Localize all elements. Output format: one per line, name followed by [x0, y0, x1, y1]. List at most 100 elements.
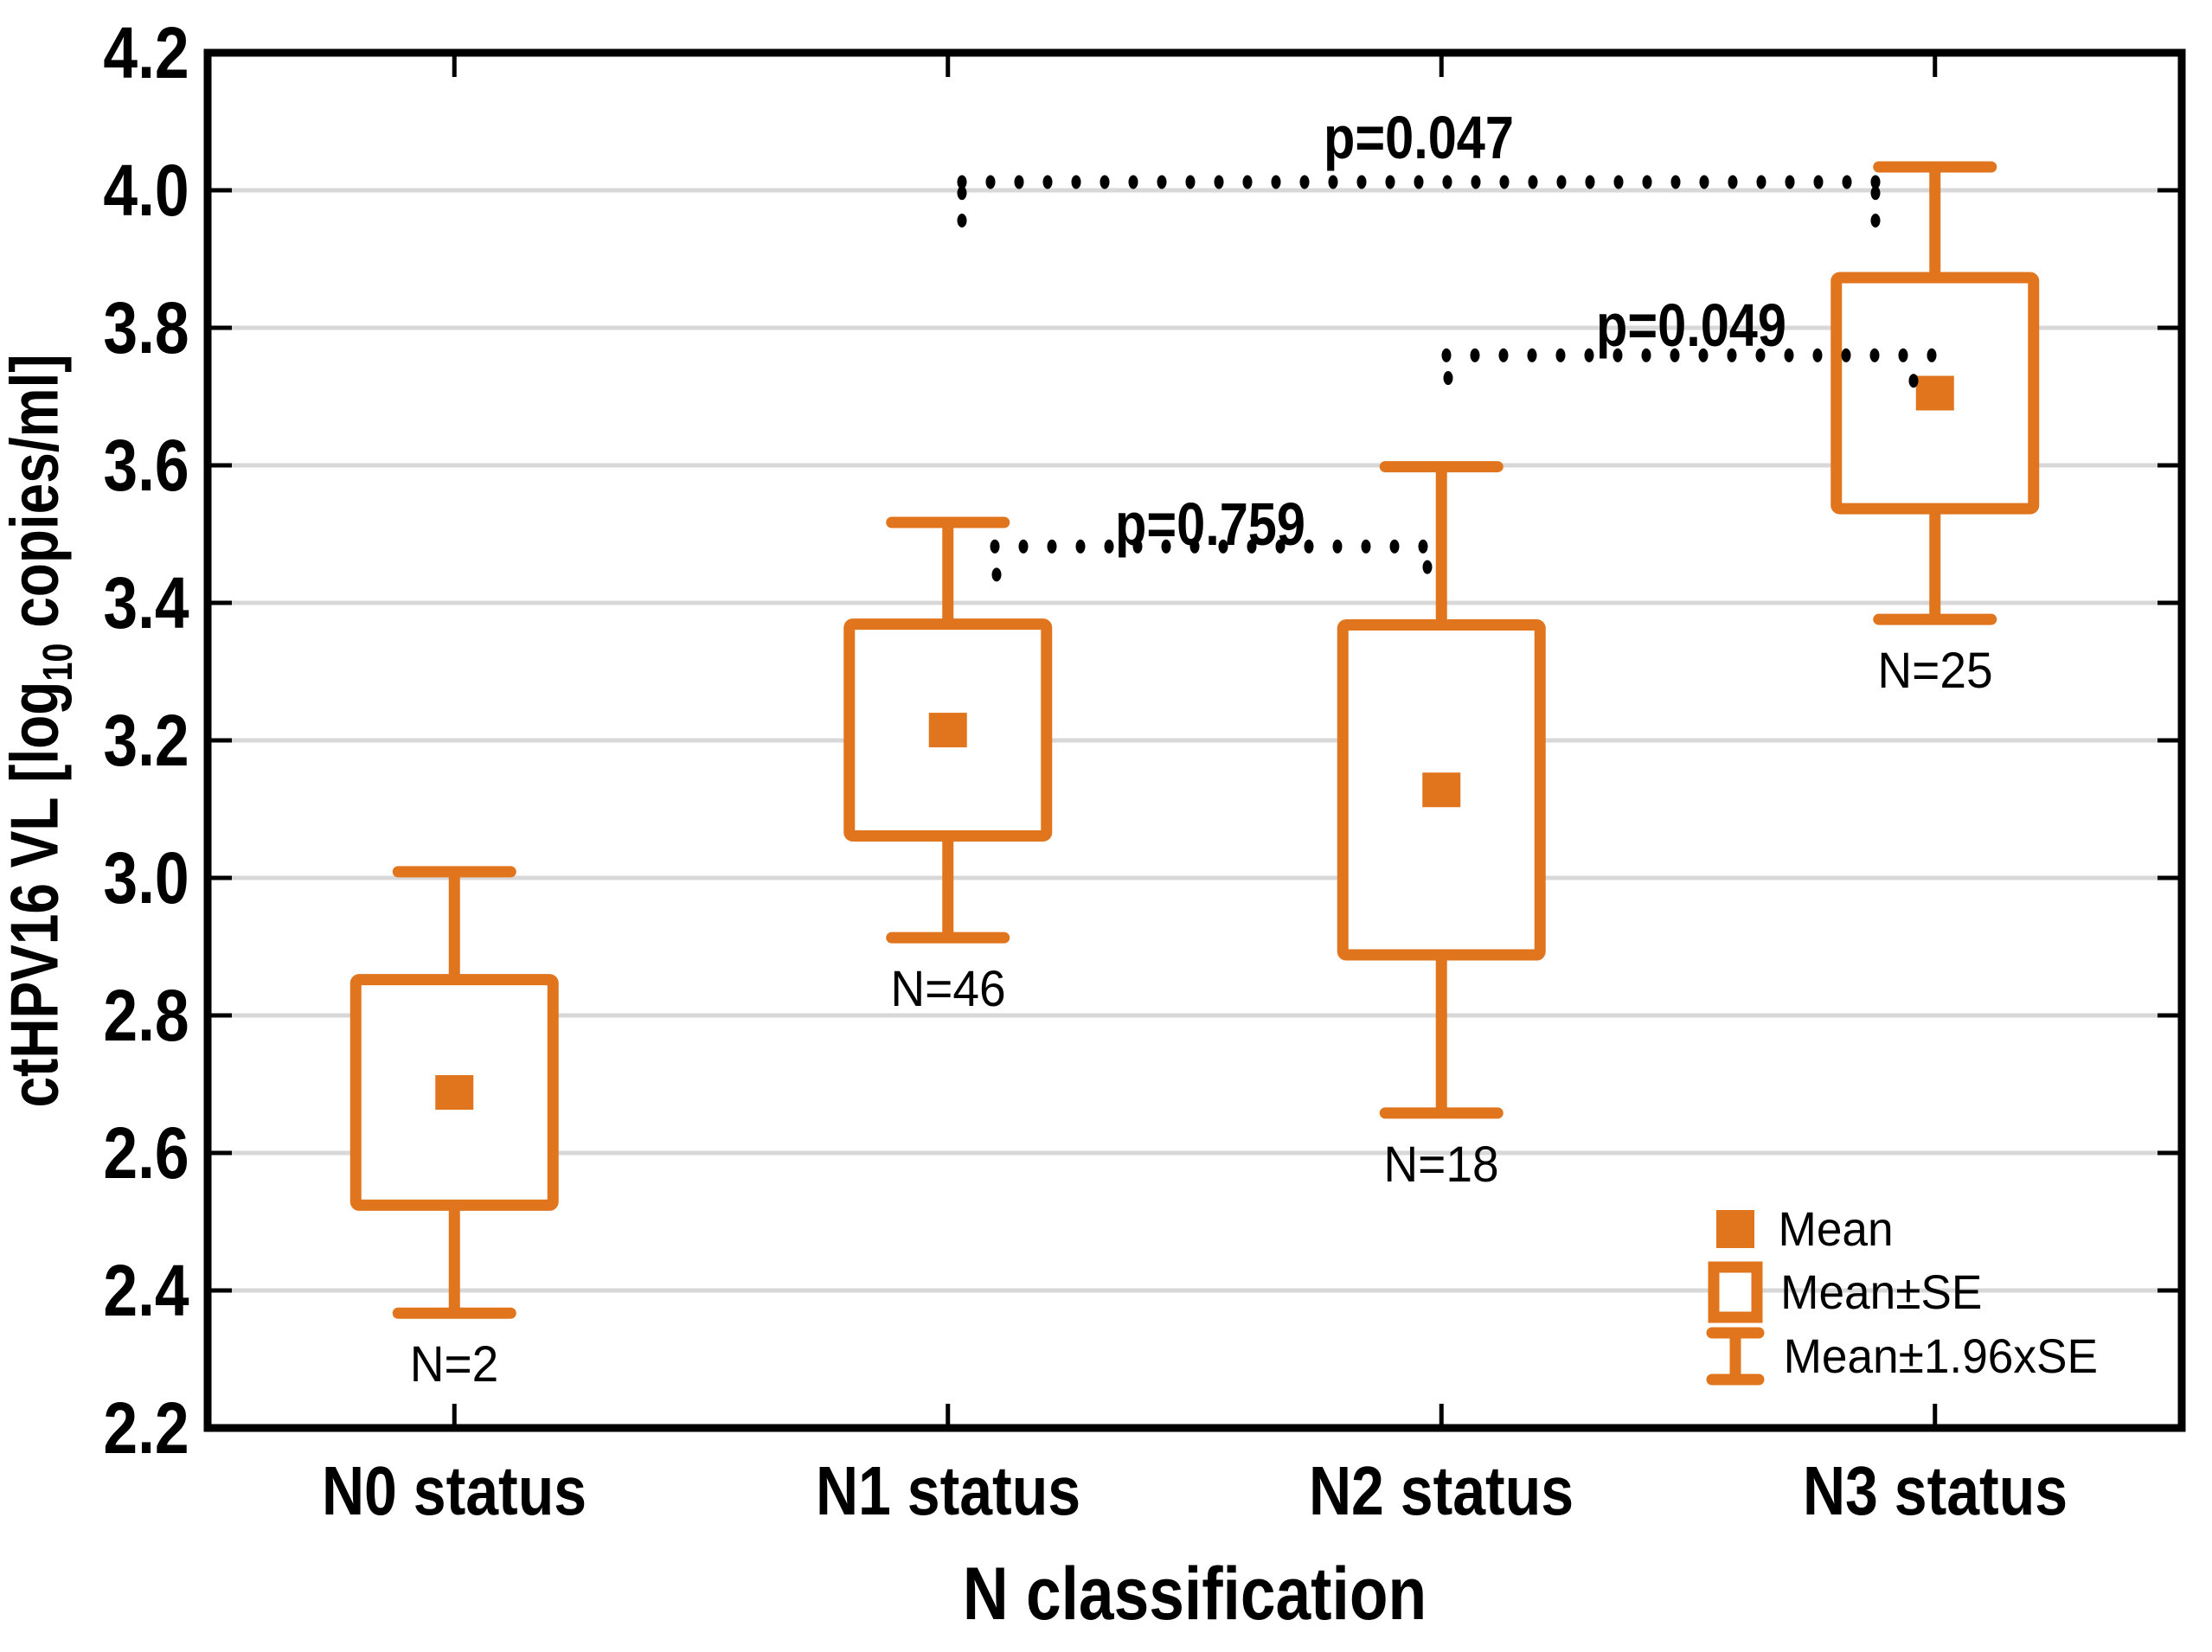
- significance-dot: [1389, 539, 1400, 554]
- y-tick-label: 2.4: [103, 1250, 189, 1331]
- significance-dot: [1527, 348, 1537, 362]
- legend-se-box-icon: [1708, 1261, 1763, 1323]
- significance-dot: [1642, 175, 1652, 189]
- significance-dot: [1218, 539, 1228, 554]
- significance-dot: [1670, 348, 1680, 362]
- y-tick-label: 3.4: [103, 562, 189, 644]
- significance-dot: [1271, 175, 1281, 189]
- significance-dot: [1242, 175, 1253, 189]
- significance-dot: [1018, 539, 1029, 554]
- significance-tail-dot: [1870, 186, 1881, 201]
- significance-tail-dot: [1422, 560, 1433, 574]
- significance-dot: [1332, 539, 1343, 554]
- legend-label: Mean±1.96xSE: [1783, 1329, 2098, 1383]
- mean-marker: [928, 713, 967, 748]
- significance-dot: [1128, 175, 1138, 189]
- significance-dot: [1927, 348, 1937, 362]
- x-category-label: N0 status: [322, 1452, 587, 1529]
- significance-dot: [1161, 539, 1171, 554]
- significance-dot: [1075, 539, 1086, 554]
- significance-dot: [1214, 175, 1224, 189]
- y-tick-label: 2.2: [103, 1387, 189, 1469]
- significance-dot: [1841, 348, 1851, 362]
- significance-dot: [1047, 539, 1057, 554]
- significance-dot: [1275, 539, 1286, 554]
- significance-tail-dot: [957, 213, 967, 227]
- y-tick-label: 3.8: [103, 287, 189, 368]
- significance-dot: [1418, 539, 1428, 554]
- plot-frame: [203, 48, 2186, 1432]
- y-axis-title: ctHPV16 VL [log10 copies/ml]: [0, 354, 82, 1108]
- significance-dot: [1528, 175, 1538, 189]
- mean-marker: [1915, 375, 1954, 411]
- significance-dot: [1442, 175, 1452, 189]
- significance-dot: [1756, 175, 1766, 189]
- significance-dot: [1014, 175, 1024, 189]
- significance-tail-dot: [957, 186, 967, 201]
- legend-label: Mean: [1778, 1201, 1894, 1256]
- y-tick-label: 3.0: [103, 837, 189, 919]
- significance-dot: [1328, 175, 1338, 189]
- significance-dot: [1613, 175, 1624, 189]
- significance-dot: [1699, 175, 1709, 189]
- p-value-label: p=0.049: [1596, 291, 1786, 359]
- significance-dot: [1189, 539, 1200, 554]
- x-category-label: N1 status: [815, 1452, 1080, 1529]
- significance-dot: [1869, 348, 1880, 362]
- significance-dot: [1812, 348, 1823, 362]
- significance-dot: [1641, 348, 1651, 362]
- significance-dot: [1100, 175, 1110, 189]
- y-tick-label: 2.8: [103, 975, 189, 1056]
- significance-dot: [990, 539, 1000, 554]
- significance-dot: [1441, 348, 1452, 362]
- significance-dot: [957, 175, 967, 189]
- significance-tail-dot: [1443, 371, 1453, 386]
- n-count-label: N=25: [1877, 643, 1993, 700]
- x-category-label: N3 status: [1802, 1452, 2068, 1529]
- legend-label: Mean±SE: [1780, 1265, 1983, 1319]
- significance-dot: [1785, 175, 1795, 189]
- significance-tail-dot: [1870, 213, 1881, 227]
- significance-dot: [1698, 348, 1709, 362]
- n-count-label: N=46: [890, 961, 1006, 1018]
- significance-dot: [1784, 348, 1794, 362]
- y-tick-label: 3.6: [103, 425, 189, 506]
- significance-dot: [1304, 539, 1314, 554]
- y-tick-label: 2.6: [103, 1112, 189, 1194]
- y-tick-label: 3.2: [103, 700, 189, 781]
- p-value-label: p=0.759: [1115, 490, 1305, 558]
- significance-dot: [1585, 175, 1595, 189]
- significance-dot: [1728, 175, 1738, 189]
- x-category-label: N2 status: [1309, 1452, 1574, 1529]
- significance-dot: [1499, 175, 1510, 189]
- y-tick-label: 4.2: [103, 12, 189, 93]
- significance-dot: [1584, 348, 1594, 362]
- legend-mean-square-icon: [1716, 1210, 1754, 1248]
- significance-dot: [1898, 348, 1908, 362]
- significance-dot: [1842, 175, 1852, 189]
- significance-dot: [1670, 175, 1681, 189]
- significance-tail-dot: [1908, 374, 1919, 388]
- significance-dot: [1414, 175, 1424, 189]
- significance-dot: [1042, 175, 1053, 189]
- significance-dot: [985, 175, 996, 189]
- significance-dot: [1185, 175, 1196, 189]
- n-count-label: N=2: [409, 1336, 499, 1393]
- significance-dot: [1132, 539, 1143, 554]
- mean-marker: [435, 1075, 474, 1111]
- significance-dot: [1813, 175, 1824, 189]
- x-axis-title: N classification: [962, 1553, 1427, 1636]
- n-count-label: N=18: [1383, 1136, 1499, 1193]
- significance-dot: [1498, 348, 1509, 362]
- significance-dot: [1471, 175, 1481, 189]
- significance-dot: [1361, 539, 1371, 554]
- significance-dot: [1385, 175, 1395, 189]
- significance-dot: [1755, 348, 1766, 362]
- significance-dot: [1613, 348, 1623, 362]
- significance-tail-dot: [991, 567, 1002, 582]
- significance-dot: [1555, 348, 1566, 362]
- significance-dot: [1470, 348, 1480, 362]
- mean-marker: [1422, 772, 1461, 808]
